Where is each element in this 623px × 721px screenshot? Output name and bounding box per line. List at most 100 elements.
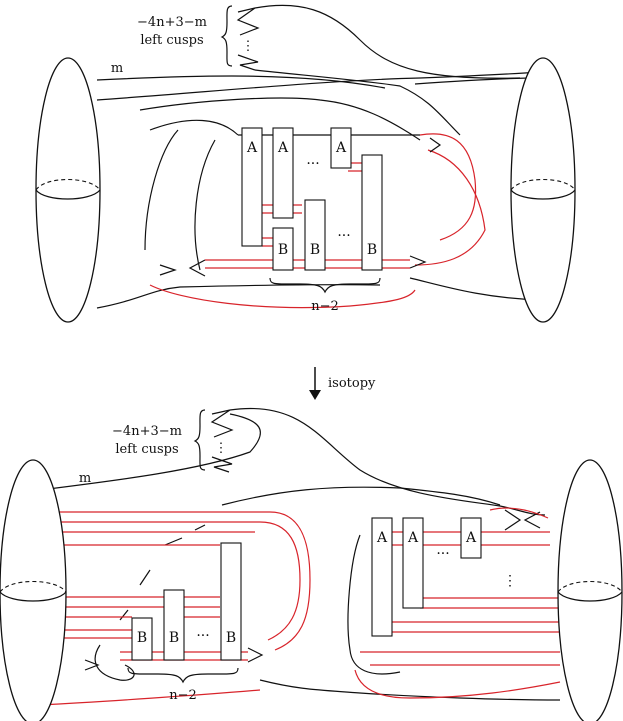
- top-red-strand-3: [149, 284, 416, 309]
- bottom-red-left-2: [40, 521, 301, 641]
- top-left-oval: [35, 57, 101, 323]
- top-left-oval-rim: [35, 189, 101, 200]
- bottom-red-right-5: [354, 669, 561, 699]
- top-box-b-2: [304, 199, 326, 271]
- top-box-b-3: [361, 154, 383, 271]
- top-left-cusp-1: [159, 259, 206, 277]
- bottom-brace-label: n−2: [169, 688, 197, 703]
- top-left-oval-rim-back: [35, 179, 101, 191]
- bottom-cusp-mid: [247, 647, 264, 663]
- isotopy-arrow: isotopy: [309, 367, 376, 400]
- top-brace: [269, 277, 381, 294]
- bottom-red-low: [39, 689, 261, 706]
- top-right-oval: [510, 57, 576, 323]
- bottom-left-oval-rim: [0, 591, 67, 602]
- bottom-diag-dash-1: [164, 524, 206, 546]
- top-cusps-label-1: −4n+3−m: [137, 15, 207, 30]
- bottom-bottom-line: [259, 679, 561, 701]
- top-cusps-vdots: ⋮: [242, 39, 255, 54]
- bottom-red-left-1: [40, 511, 311, 651]
- top-right-cusp-2: [429, 137, 442, 153]
- top-right-oval-rim-back: [510, 179, 576, 191]
- top-box-b-1: [272, 227, 294, 271]
- bottom-outer-line-1: [39, 413, 261, 491]
- top-box-b-2-label: B: [310, 242, 320, 258]
- arrow-label: isotopy: [328, 376, 376, 391]
- bottom-cusps-label-1: −4n+3−m: [112, 424, 182, 439]
- top-box-b-3-label: B: [367, 242, 377, 258]
- top-cusps-label-2: left cusps: [140, 33, 203, 48]
- bottom-diagram: A A A ··· ⋮ B B B ··· n−2 −4n+3−m left c…: [0, 407, 623, 721]
- bottom-box-a-2: [402, 517, 424, 609]
- top-cusps-zigzag: [236, 7, 260, 71]
- top-box-b-1-label: B: [278, 242, 288, 258]
- top-tube-bottom-line-right: [409, 277, 541, 301]
- bottom-red-right-top: [489, 507, 549, 519]
- bottom-box-a-1-label: A: [376, 530, 388, 546]
- bottom-ellipsis-b: ···: [196, 628, 209, 644]
- bottom-red-right-2: [420, 597, 560, 609]
- top-diagram: A A A ··· B B B ··· n−2 −4n+3−m left cus…: [35, 4, 576, 323]
- top-inner-loop-4: [194, 139, 216, 271]
- bottom-strand-label: m: [79, 471, 91, 486]
- bottom-box-b-3: [220, 542, 242, 661]
- bottom-red-right-3: [390, 621, 560, 633]
- top-red-strand-2: [414, 149, 486, 266]
- bottom-box-b-3-label: B: [226, 630, 236, 646]
- bottom-right-oval-rim-back: [557, 581, 623, 593]
- bottom-box-a-2-label: A: [407, 530, 419, 546]
- top-strand-label: m: [111, 61, 123, 76]
- top-brace-label: n−2: [311, 299, 339, 314]
- bottom-cusp-left: [84, 659, 100, 671]
- bottom-box-a-1: [371, 517, 393, 637]
- bottom-red-right-4: [360, 651, 560, 666]
- top-box-a-1-label: A: [246, 140, 258, 156]
- bottom-cusps-brace: [193, 409, 206, 471]
- top-cusps-outer-2: [254, 69, 461, 136]
- top-tube-bottom-line: [96, 284, 381, 309]
- top-inner-loop-1: [139, 97, 421, 141]
- bottom-box-b-2-label: B: [169, 630, 179, 646]
- top-cusps-brace: [220, 5, 233, 67]
- bottom-ellipsis-a: ···: [436, 546, 449, 562]
- bottom-left-swoop: [94, 644, 135, 681]
- top-red-strand-1: [419, 133, 477, 241]
- bottom-cusps-zigzag: [210, 409, 234, 473]
- top-right-cusp: [409, 255, 427, 269]
- top-ellipsis-a: ···: [306, 156, 319, 172]
- bottom-vertical-ellipsis: ⋮: [503, 573, 517, 589]
- top-box-a-1: [241, 127, 263, 247]
- top-box-a-2-label: A: [277, 140, 289, 156]
- bottom-cusps-label-2: left cusps: [115, 442, 178, 457]
- bottom-cusps-vdots: ⋮: [215, 441, 228, 456]
- bottom-box-b-1-label: B: [137, 630, 147, 646]
- bottom-outer-line-2: [229, 407, 546, 516]
- top-ellipsis-b: ···: [337, 228, 350, 244]
- bottom-box-a-3-label: A: [465, 530, 477, 546]
- top-inner-loop-2: [149, 119, 239, 136]
- bottom-box-b-2: [163, 589, 185, 661]
- top-box-a-3-label: A: [335, 140, 347, 156]
- top-tube-line-3: [414, 77, 541, 85]
- bottom-right-oval-rim: [557, 591, 623, 602]
- bottom-red-left-mid: [180, 596, 220, 618]
- bottom-right-swoop: [347, 534, 401, 675]
- bottom-brace: [127, 667, 239, 684]
- bottom-left-oval-rim-back: [0, 581, 67, 593]
- top-tube-upper-line-2: [96, 71, 541, 101]
- arrow-head: [309, 390, 321, 400]
- bottom-right-oval: [557, 459, 623, 721]
- bottom-outer-line-3: [221, 486, 501, 506]
- top-box-a-3: [330, 127, 352, 169]
- bottom-left-oval: [0, 459, 67, 721]
- bottom-cusp-right: [504, 509, 541, 531]
- top-cusps-outer: [254, 4, 521, 79]
- bottom-box-b-1: [131, 617, 153, 661]
- top-box-a-2: [272, 127, 294, 219]
- top-inner-loop-3: [144, 129, 179, 251]
- top-right-oval-rim: [510, 189, 576, 200]
- top-tube-upper-line: [96, 75, 386, 89]
- bottom-box-a-3: [460, 517, 482, 559]
